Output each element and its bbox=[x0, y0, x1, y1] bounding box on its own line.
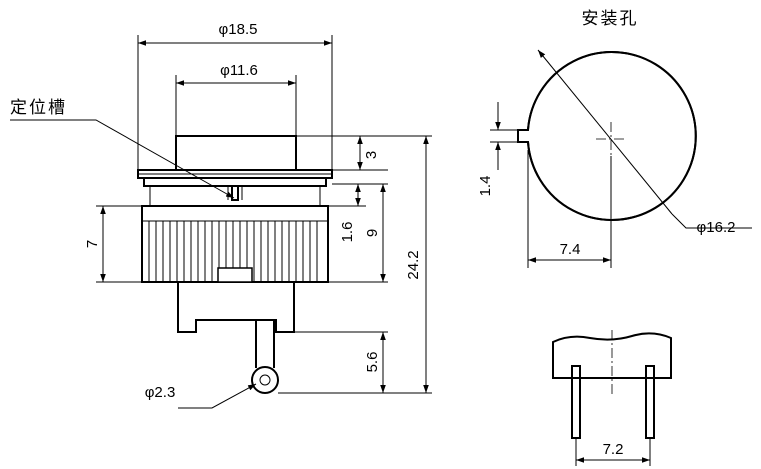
dim-slot-depth: 1.6 bbox=[339, 222, 356, 243]
left-pin bbox=[571, 365, 581, 439]
terminal bbox=[255, 320, 275, 368]
dim-hole-diameter: φ16.2 bbox=[697, 219, 736, 236]
terminal-eye bbox=[251, 366, 279, 394]
label-locating-slot: 定位槽 bbox=[10, 98, 67, 118]
button-cap bbox=[175, 135, 297, 171]
dim-hole-key: 1.4 bbox=[477, 176, 494, 197]
dim-total-height: 24.2 bbox=[405, 250, 422, 279]
dim-hole-offset: 7.4 bbox=[560, 241, 581, 258]
dim-pin-spacing: 7.2 bbox=[603, 441, 624, 458]
dim-body-height: 9 bbox=[364, 229, 381, 237]
dim-cap-diameter: φ11.6 bbox=[220, 62, 258, 79]
mounting-hole-circle bbox=[527, 51, 697, 221]
pin-housing-outline bbox=[552, 332, 672, 379]
dim-flange-diameter: φ18.5 bbox=[219, 21, 258, 38]
dim-ring-height: 7 bbox=[84, 240, 101, 248]
label-mounting-hole: 安装孔 bbox=[582, 9, 639, 29]
flange-lower bbox=[143, 177, 327, 187]
side-dimensions: φ18.5 φ11.6 定位槽 3 1.6 9 24.2 7 bbox=[10, 21, 432, 409]
base-housing bbox=[177, 282, 295, 333]
dim-pin-diameter: φ2.3 bbox=[145, 384, 176, 401]
pin-view: 7.2 bbox=[552, 330, 672, 466]
right-pin bbox=[645, 365, 655, 439]
ring-slot bbox=[217, 267, 253, 283]
dim-terminal-length: 5.6 bbox=[364, 352, 381, 373]
mounting-hole-view: 安装孔 φ16.2 1.4 7.4 bbox=[477, 9, 752, 268]
dim-cap-height: 3 bbox=[363, 151, 380, 159]
mounting-hole-outline bbox=[517, 51, 697, 221]
side-view bbox=[137, 135, 333, 394]
